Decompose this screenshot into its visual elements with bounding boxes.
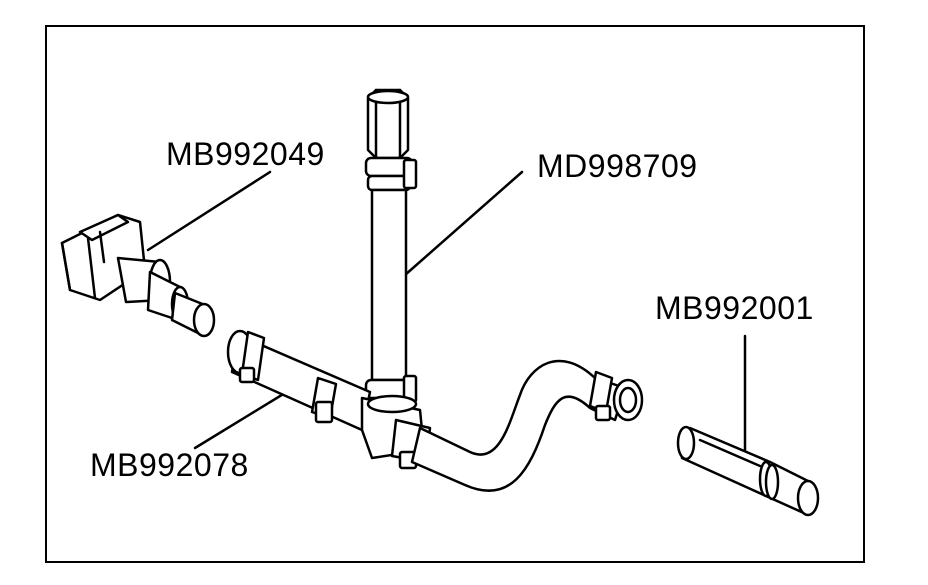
label-mb992049: MB992049	[166, 136, 325, 172]
mb992078-hose	[226, 329, 644, 492]
leader-lines	[146, 170, 747, 454]
md998709-tube	[364, 88, 418, 404]
label-md998709: MD998709	[537, 148, 698, 184]
label-mb992078: MB992078	[90, 447, 249, 483]
label-mb992001: MB992001	[655, 290, 814, 326]
mb992001-adapter	[676, 425, 820, 517]
mb992049-connector	[60, 213, 216, 338]
